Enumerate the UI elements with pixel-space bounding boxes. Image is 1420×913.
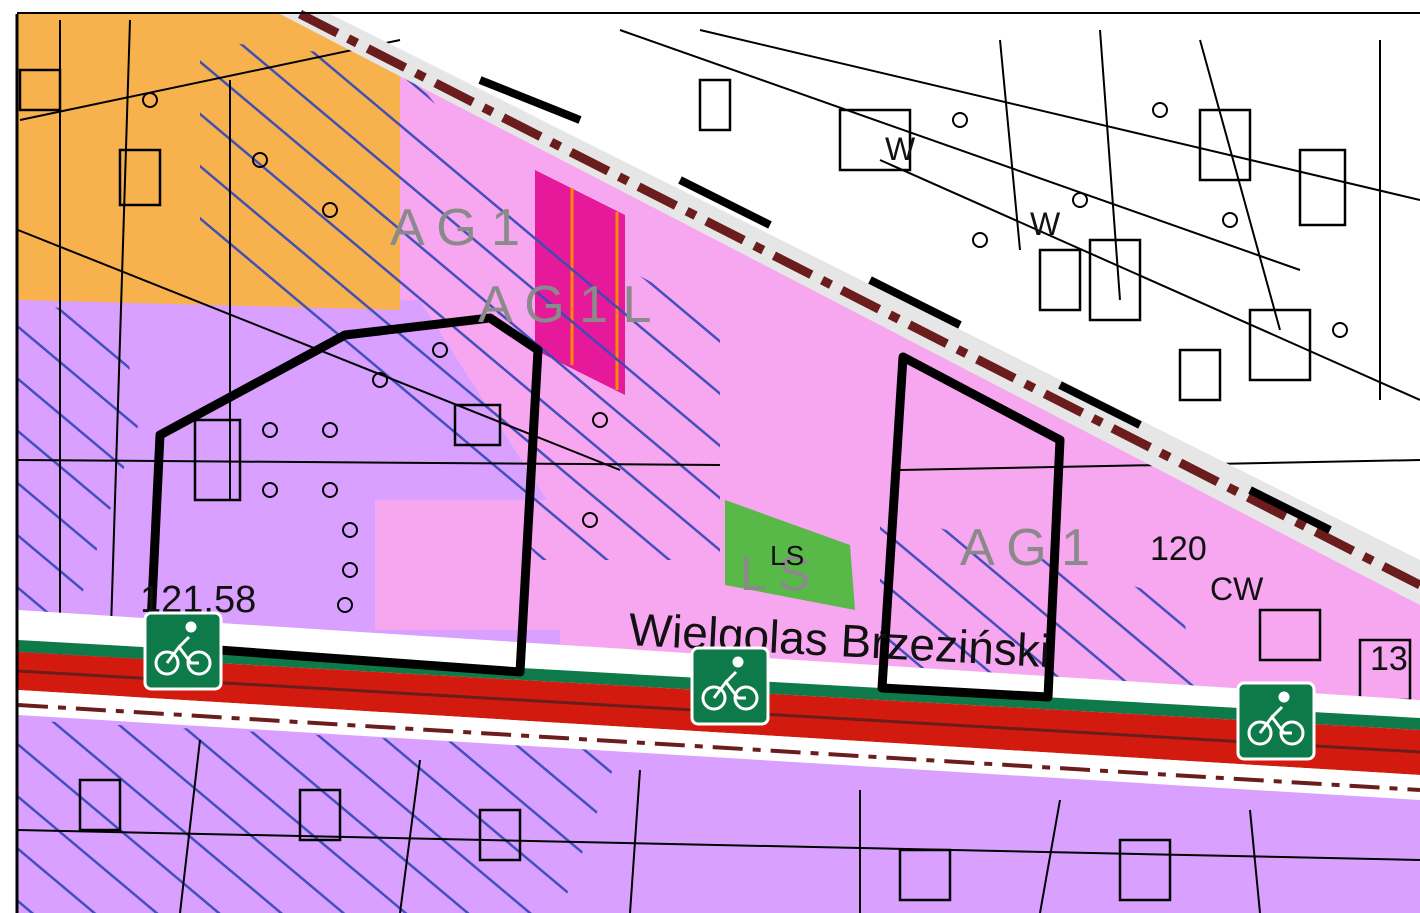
railway-platform-a [478,76,582,124]
zone-label-ag1-right: A G 1 [960,519,1090,577]
road-lower-boundary [17,703,1420,792]
cadastral-lines [17,19,1420,913]
forest-zone-ls [725,500,855,610]
hatch-area-north [200,40,720,560]
railway-line [297,9,1420,590]
parcel-number-w2: W [1030,206,1061,242]
hatch-area-east [880,510,1200,700]
railway-corridor [280,14,1420,605]
railway-platform-e [1248,486,1332,534]
hatch-area-west [18,300,140,640]
zone-label-ag1-top: A G 1 [390,199,520,257]
tree-symbols [142,92,1348,613]
parcel-number-ls-small: LS [770,540,804,571]
parcel-number-13: 13 [1370,640,1408,678]
zone-label-ag1l: A G 1 L [478,276,651,334]
bicycle-route-icon [154,621,212,676]
building-outlines [18,68,1412,902]
road-white-lower [18,690,1420,800]
railway-platform-d [1058,381,1142,429]
bicycle-route-sign-3 [1236,681,1316,761]
hatch-area-south [18,720,620,913]
zone-label-ls: L S [740,548,810,601]
bicycle-route-icon [1247,691,1305,746]
bicycle-route-sign-1 [143,611,223,691]
bicycle-route-sign-2 [690,646,770,726]
parcel-number-cw: CW [1210,571,1264,607]
parcel-number-w1: W [885,131,916,167]
parcel-boundary-east [877,352,1065,702]
railway-platform-c [868,276,962,329]
bicycle-route-icon [701,656,759,711]
railway-platform-b [678,176,772,229]
parcel-number-120: 120 [1150,530,1207,568]
